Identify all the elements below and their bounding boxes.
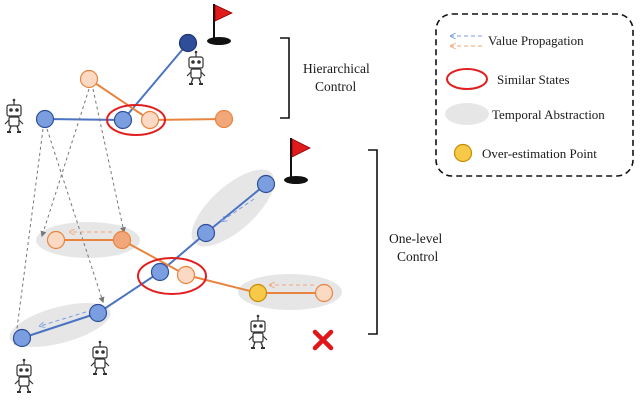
node — [88, 303, 108, 323]
node — [178, 33, 198, 53]
similar-states-ellipse-top — [106, 104, 166, 136]
value-propagation-icon — [451, 36, 482, 46]
similar-states-icon — [446, 68, 488, 90]
node — [46, 230, 66, 250]
legend-value-propagation: Value Propagation — [488, 33, 584, 48]
node — [113, 110, 133, 130]
legend-box — [435, 13, 634, 177]
mapping-arrows — [12, 88, 126, 346]
node — [176, 265, 196, 285]
one-level-bracket — [368, 149, 378, 335]
value-propagation-arrows — [40, 198, 314, 326]
one-level-graph — [12, 174, 334, 348]
temporal-abstraction-icon — [445, 103, 489, 125]
robot-icon — [14, 358, 34, 394]
flag-icon — [207, 4, 233, 45]
node — [214, 109, 234, 129]
node — [140, 110, 160, 130]
one-level-label-line1: One-level — [389, 231, 442, 246]
overestimation-icon — [453, 143, 473, 163]
hierarchical-label-line1: Hierarchical — [303, 61, 370, 76]
one-level-label-line2: Control — [397, 249, 439, 264]
node — [79, 69, 99, 89]
node — [35, 109, 55, 129]
node — [12, 328, 32, 348]
node — [150, 262, 170, 282]
robot-icon — [4, 98, 24, 134]
node — [112, 230, 132, 250]
similar-states-ellipse-bottom — [137, 257, 207, 295]
cross-icon — [312, 329, 334, 351]
legend-similar-states: Similar States — [497, 72, 570, 87]
node — [256, 174, 276, 194]
legend-temporal-abstraction: Temporal Abstraction — [492, 107, 605, 122]
legend-overestimation-point: Over-estimation Point — [482, 146, 597, 161]
hierarchical-bracket — [280, 37, 290, 119]
robot-icon — [186, 50, 206, 86]
overestimation-node — [248, 283, 268, 303]
flag-icon — [284, 138, 311, 184]
robot-icon — [248, 314, 268, 350]
temporal-abstraction-upper-right — [191, 169, 275, 247]
robot-icon — [90, 340, 110, 376]
hierarchical-label-line2: Control — [315, 79, 357, 94]
hierarchical-graph — [35, 33, 234, 136]
legend: Value Propagation Similar States Tempora… — [435, 13, 634, 177]
node — [314, 283, 334, 303]
node — [196, 223, 216, 243]
